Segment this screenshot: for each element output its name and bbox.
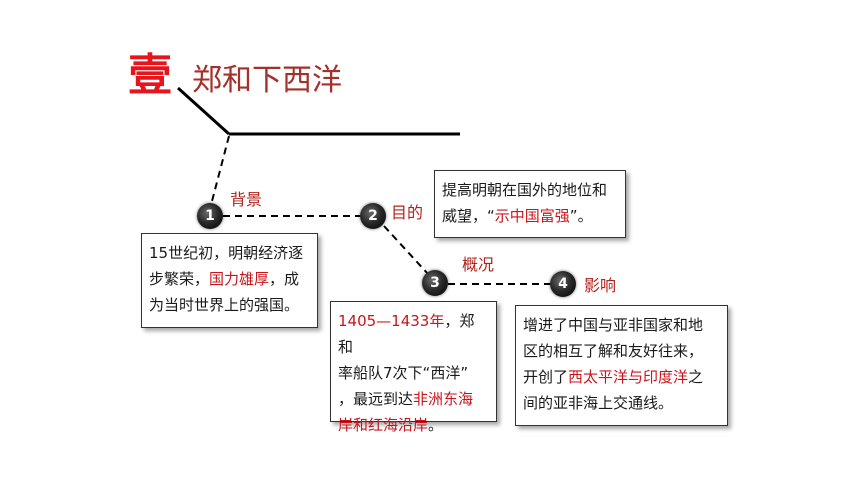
impact-line-4: 间的亚非海上交通线。 (523, 394, 674, 412)
overview-line-3: ，最远到达非洲东海 (338, 390, 474, 408)
highlight-text: 西太平洋与印度洋 (568, 368, 689, 386)
dash-node2-to-node3 (383, 225, 429, 275)
overview-line-4: 岸和红海沿岸。 (338, 416, 444, 434)
overview-line-1: 1405—1433年，郑和 (338, 312, 475, 356)
node-2: 2 (360, 203, 386, 229)
node-1-label: 背景 (230, 190, 263, 209)
node-4-label: 影响 (584, 276, 617, 295)
node-4: 4 (550, 271, 576, 297)
node-1: 1 (197, 203, 223, 229)
overview-box: 1405—1433年，郑和 率船队7次下“西洋” ，最远到达非洲东海 岸和红海沿… (330, 301, 497, 434)
impact-line-3: 开创了西太平洋与印度洋之 (523, 368, 704, 386)
dash-title-to-node1 (210, 135, 230, 206)
impact-line-1: 增进了中国与亚非国家和地 (523, 316, 704, 334)
title-slant-line (176, 86, 231, 136)
node-3: 3 (422, 270, 448, 296)
node-2-label: 目的 (391, 203, 424, 222)
purpose-box: 提高明朝在国外的地位和 威望，“示中国富强”。 (434, 170, 626, 238)
background-line-3: 为当时世界上的强国。 (149, 296, 300, 314)
purpose-line-1: 提高明朝在国外的地位和 (442, 181, 608, 199)
purpose-line-2: 威望，“示中国富强”。 (442, 207, 593, 225)
background-line-2: 步繁荣，国力雄厚，成 (149, 270, 300, 288)
page-title: 郑和下西洋 (192, 63, 342, 98)
section-number: 壹 (128, 50, 172, 101)
highlight-text: 非洲东海 (413, 390, 474, 408)
highlight-text: 示中国富强 (494, 207, 570, 225)
highlight-text: 岸和红海沿岸 (338, 416, 429, 434)
background-box: 15世纪初，明朝经济逐 步繁荣，国力雄厚，成 为当时世界上的强国。 (141, 233, 318, 328)
node-3-label: 概况 (462, 255, 495, 274)
overview-line-2: 率船队7次下“西洋” (338, 364, 469, 382)
impact-box: 增进了中国与亚非国家和地 区的相互了解和友好往来， 开创了西太平洋与印度洋之 间… (515, 305, 728, 426)
highlight-text: 1405—1433年 (338, 312, 445, 330)
highlight-text: 国力雄厚 (209, 270, 270, 288)
background-line-1: 15世纪初，明朝经济逐 (149, 244, 304, 262)
impact-line-2: 区的相互了解和友好往来， (523, 342, 704, 360)
